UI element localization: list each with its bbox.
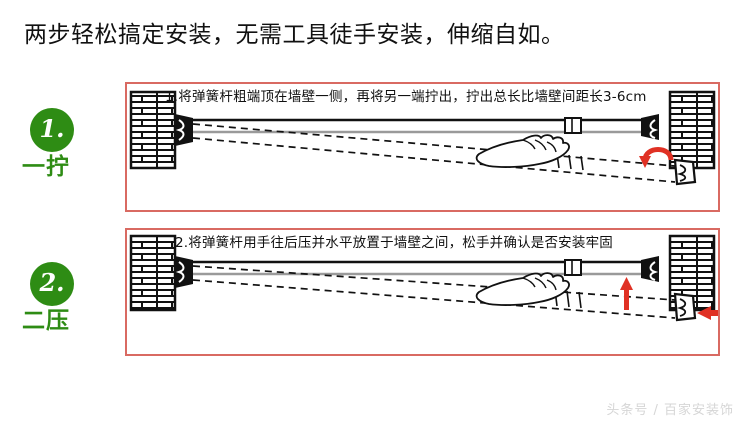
diagram-step-2 <box>127 230 718 354</box>
step-number-circle-2: 2. <box>30 262 74 306</box>
rod-horizontal-2 <box>193 259 659 276</box>
instruction-panel-2: 2.将弹簧杆用手往后压并水平放置于墙壁之间，松手并确认是否安装牢固 <box>125 228 720 356</box>
hand-icon-2 <box>475 272 570 306</box>
rod-horizontal-1 <box>193 117 659 134</box>
step-label-1: 一拧 <box>22 154 70 180</box>
rod-tilted-dashed-2 <box>192 265 697 322</box>
step-number-2: 2. <box>39 268 65 297</box>
hand-icon-1 <box>475 134 570 168</box>
left-arrow-icon-2 <box>697 306 718 320</box>
panel-2-caption: 2.将弹簧杆用手往后压并水平放置于墙壁之间，松手并确认是否安装牢固 <box>175 235 613 251</box>
step-number-circle-1: 1. <box>30 108 74 152</box>
rod-endcap-left-1 <box>175 114 193 146</box>
wall-left-1 <box>129 90 177 170</box>
page-title: 两步轻松搞定安装，无需工具徒手安装，伸缩自如。 <box>24 22 565 48</box>
rotate-arrow-icon-1 <box>639 147 674 168</box>
rod-tilted-endcap-2 <box>673 292 697 322</box>
rod-endcap-right-2 <box>641 256 659 282</box>
diagram-step-1 <box>127 84 718 210</box>
rod-tilted-dashed-1 <box>192 123 697 186</box>
step-label-2: 二压 <box>22 308 70 334</box>
rod-endcap-left-2 <box>175 256 193 288</box>
rod-endcap-right-1 <box>641 114 659 140</box>
rod-tilted-endcap-1 <box>673 158 697 186</box>
step-badge-2: 2. 二压 <box>22 262 114 334</box>
panel-1-caption: 1.将弹簧杆粗端顶在墙壁一侧，再将另一端拧出，拧出总长比墙壁间距长3-6cm <box>165 89 647 105</box>
wall-right-1 <box>668 90 716 170</box>
step-badge-1: 1. 一拧 <box>22 108 114 180</box>
instruction-panel-1: 1.将弹簧杆粗端顶在墙壁一侧，再将另一端拧出，拧出总长比墙壁间距长3-6cm <box>125 82 720 212</box>
step-number-1: 1. <box>39 114 65 143</box>
watermark: 头条号 / 百家安装饰 <box>606 403 734 418</box>
wall-left-2 <box>129 234 177 312</box>
up-arrow-icon-2 <box>620 277 633 310</box>
